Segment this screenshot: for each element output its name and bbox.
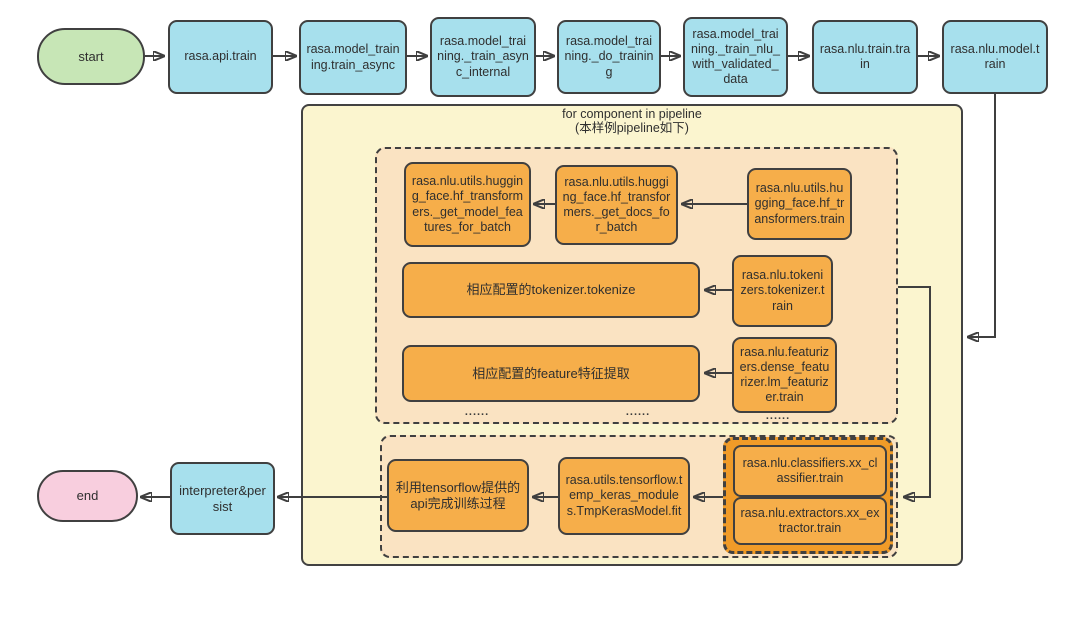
node-train-async: rasa.model_training.train_async xyxy=(299,20,407,95)
node-tmp-keras-fit: rasa.utils.tensorflow.temp_keras_modules… xyxy=(558,457,690,535)
node-train-nlu-with-validated-data: rasa.model_training._train_nlu_with_vali… xyxy=(683,17,788,97)
start-node: start xyxy=(37,28,145,85)
node-train-async-internal: rasa.model_training._train_async_interna… xyxy=(430,17,536,97)
arrow-nlu-model-to-loop xyxy=(968,94,996,337)
node-tensorflow-api: 利用tensorflow提供的api完成训练过程 xyxy=(387,459,529,532)
loop-container-title: for component in pipeline (本样例pipeline如下… xyxy=(301,107,963,136)
node-hf-train: rasa.nlu.utils.hugging_face.hf_transform… xyxy=(747,168,852,240)
node-classifier-train: rasa.nlu.classifiers.xx_classifier.train xyxy=(733,445,887,497)
end-node: end xyxy=(37,470,138,522)
node-extractor-train: rasa.nlu.extractors.xx_extractor.train xyxy=(733,497,887,545)
node-nlu-model-train: rasa.nlu.model.train xyxy=(942,20,1048,94)
loop-title-text: for component in pipeline xyxy=(562,107,702,121)
node-tokenizer-train: rasa.nlu.tokenizers.tokenizer.train xyxy=(732,255,833,327)
node-do-training: rasa.model_training._do_training xyxy=(557,20,661,94)
loop-subtitle-text: (本样例pipeline如下) xyxy=(575,121,689,136)
node-hf-get-docs: rasa.nlu.utils.hugging_face.hf_transform… xyxy=(555,165,678,245)
node-interpreter-persist: interpreter&persist xyxy=(170,462,275,535)
node-nlu-train: rasa.nlu.train.train xyxy=(812,20,918,94)
node-tokenizer-apply: 相应配置的tokenizer.tokenize xyxy=(402,262,700,318)
node-featurizer-train: rasa.nlu.featurizers.dense_featurizer.lm… xyxy=(732,337,837,413)
ellipsis-left: ...... xyxy=(464,406,490,418)
node-api-train: rasa.api.train xyxy=(168,20,273,94)
node-featurizer-apply: 相应配置的feature特征提取 xyxy=(402,345,700,402)
ellipsis-right: ...... xyxy=(765,410,791,422)
ellipsis-middle: ...... xyxy=(625,406,651,418)
node-hf-get-model-features: rasa.nlu.utils.hugging_face.hf_transform… xyxy=(404,162,531,247)
